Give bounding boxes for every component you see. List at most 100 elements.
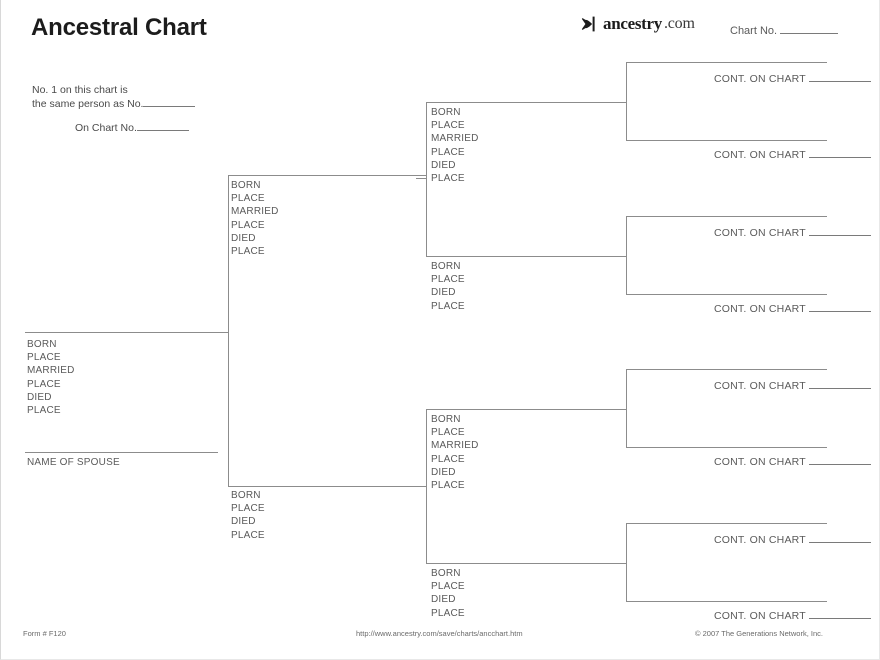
gen3-4-field-died: DIED	[431, 594, 456, 606]
chart-no-label: Chart No.	[730, 25, 778, 37]
gen4-1-cont-on-chart[interactable]: CONT. ON CHART	[714, 72, 871, 85]
gen3-1-field-place2: PLACE	[431, 146, 465, 158]
gen4-1-cont-label: CONT. ON CHART	[714, 73, 806, 85]
gen3-3-top-line	[426, 409, 626, 410]
gen3-4-to-gen4-stub	[616, 563, 627, 564]
same-person-note: No. 1 on this chart is the same person a…	[32, 83, 196, 111]
gen4-6-cont-label: CONT. ON CHART	[714, 456, 806, 468]
gen4-5-cont-blank[interactable]	[808, 379, 871, 389]
gen2-father-fields: BORN PLACE MARRIED PLACE DIED PLACE	[231, 179, 279, 258]
gen3-1-field-born: BORN	[431, 107, 461, 118]
gen2-father-field-married: MARRIED	[231, 206, 279, 218]
gen2-father-field-place2: PLACE	[231, 219, 265, 231]
on-chart-no-label: On Chart No.	[75, 122, 137, 134]
gen4-bracket-vertical-1	[626, 62, 627, 141]
gen3-4-field-born: BORN	[431, 568, 461, 579]
gen3-3-to-gen4-stub	[616, 409, 627, 410]
gen3-3-field-died: DIED	[431, 466, 456, 478]
ancestry-logo-word: ancestry	[603, 14, 662, 33]
gen3-3-field-place2: PLACE	[431, 453, 465, 465]
on-chart-no-field[interactable]: On Chart No.	[75, 121, 189, 134]
gen4-7-cont-label: CONT. ON CHART	[714, 534, 806, 546]
gen4-4-cont-blank[interactable]	[808, 302, 871, 312]
gen4-bracket-vertical-3	[626, 369, 627, 448]
gen4-8-line	[626, 601, 827, 602]
gen3-2-fields: BORN PLACE DIED PLACE	[431, 260, 465, 313]
gen2-mother-field-born: BORN	[231, 490, 261, 501]
gen2-bracket-vertical	[228, 175, 229, 486]
gen4-5-line	[626, 369, 827, 370]
gen4-7-line	[626, 523, 827, 524]
gen4-1-cont-blank[interactable]	[808, 72, 871, 82]
gen2-father-field-died: DIED	[231, 232, 256, 244]
gen4-1-line	[626, 62, 827, 63]
gen4-4-cont-on-chart[interactable]: CONT. ON CHART	[714, 302, 871, 315]
gen2-mother-field-place2: PLACE	[231, 529, 265, 541]
gen1-spouse-label: NAME OF SPOUSE	[27, 457, 120, 468]
gen1-field-born: BORN	[27, 339, 57, 350]
gen3-2-to-gen4-stub	[616, 256, 627, 257]
gen1-name-line	[25, 332, 228, 333]
gen3-1-field-place1: PLACE	[431, 120, 465, 132]
gen3-3-field-born: BORN	[431, 414, 461, 425]
gen3-2-top-line	[426, 256, 626, 257]
gen4-2-cont-label: CONT. ON CHART	[714, 149, 806, 161]
gen3-2-field-died: DIED	[431, 287, 456, 299]
same-person-no-blank[interactable]	[143, 97, 196, 107]
gen3-1-to-gen4-stub	[616, 102, 627, 103]
gen2-mother-field-died: DIED	[231, 516, 256, 528]
gen4-3-cont-on-chart[interactable]: CONT. ON CHART	[714, 226, 871, 239]
gen4-3-line	[626, 216, 827, 217]
gen4-6-cont-blank[interactable]	[808, 455, 871, 465]
gen4-8-cont-blank[interactable]	[808, 609, 871, 619]
gen1-to-gen2-stub	[218, 332, 229, 333]
gen2-mother-fields: BORN PLACE DIED PLACE	[231, 489, 265, 542]
gen4-2-cont-blank[interactable]	[808, 148, 871, 158]
gen2-father-field-born: BORN	[231, 180, 261, 191]
gen3-3-field-married: MARRIED	[431, 440, 479, 452]
same-person-note-line1: No. 1 on this chart is	[32, 84, 128, 96]
gen1-field-married: MARRIED	[27, 365, 75, 377]
footer-form-number: Form # F120	[23, 629, 66, 638]
gen3-4-fields: BORN PLACE DIED PLACE	[431, 567, 465, 620]
ancestry-logo-tld: .com	[663, 15, 695, 32]
chart-no-field[interactable]: Chart No.	[730, 24, 839, 37]
gen4-6-cont-on-chart[interactable]: CONT. ON CHART	[714, 455, 871, 468]
gen4-3-cont-blank[interactable]	[808, 226, 871, 236]
gen3-1-field-died: DIED	[431, 159, 456, 171]
same-person-note-line2-row[interactable]: the same person as No.	[32, 97, 196, 111]
gen4-bracket-vertical-2	[626, 216, 627, 295]
gen3-2-field-place2: PLACE	[431, 300, 465, 312]
gen4-4-line	[626, 294, 827, 295]
gen2-mother-to-gen3-stub	[416, 486, 427, 487]
chart-no-blank[interactable]	[780, 24, 839, 34]
gen1-field-place3: PLACE	[27, 404, 61, 416]
page-title: Ancestral Chart	[31, 14, 207, 41]
gen3-4-field-place1: PLACE	[431, 581, 465, 593]
footer-url: http://www.ancestry.com/save/charts/ancc…	[356, 629, 523, 638]
gen4-2-cont-on-chart[interactable]: CONT. ON CHART	[714, 148, 871, 161]
gen3-1-field-married: MARRIED	[431, 133, 479, 145]
gen2-mother-top-line	[228, 486, 426, 487]
gen2-father-top-line	[228, 175, 426, 176]
gen2-father-field-place1: PLACE	[231, 193, 265, 205]
gen3-1-fields: BORN PLACE MARRIED PLACE DIED PLACE	[431, 106, 479, 185]
gen4-7-cont-blank[interactable]	[808, 533, 871, 543]
ancestry-leaf-icon	[579, 15, 601, 33]
footer-copyright: © 2007 The Generations Network, Inc.	[695, 629, 823, 638]
gen4-5-cont-on-chart[interactable]: CONT. ON CHART	[714, 379, 871, 392]
gen2-father-to-gen3-stub	[416, 178, 427, 179]
gen3-3-field-place3: PLACE	[431, 479, 465, 491]
gen3-1-field-place3: PLACE	[431, 172, 465, 184]
gen1-field-place2: PLACE	[27, 378, 61, 390]
gen3-4-field-place2: PLACE	[431, 607, 465, 619]
gen4-8-cont-on-chart[interactable]: CONT. ON CHART	[714, 609, 871, 622]
gen4-7-cont-on-chart[interactable]: CONT. ON CHART	[714, 533, 871, 546]
gen4-5-cont-label: CONT. ON CHART	[714, 380, 806, 392]
gen4-2-line	[626, 140, 827, 141]
on-chart-no-blank[interactable]	[136, 121, 189, 131]
gen2-father-field-place3: PLACE	[231, 245, 265, 257]
gen3-2-field-born: BORN	[431, 261, 461, 272]
gen3-3-field-place1: PLACE	[431, 427, 465, 439]
